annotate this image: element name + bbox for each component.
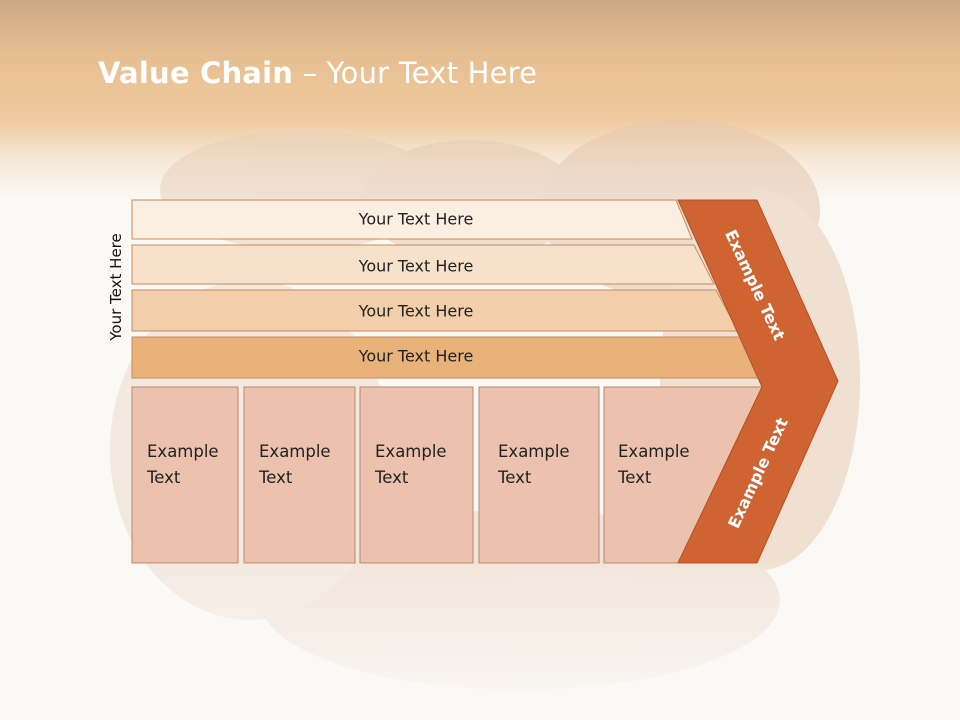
bar-4-label: Your Text Here: [358, 346, 474, 366]
slide-title: Value Chain – Your Text Here: [98, 56, 537, 90]
bar-2: [131, 244, 715, 285]
box-2-line1: Example: [259, 442, 331, 461]
title-rest: – Your Text Here: [293, 56, 538, 90]
box-5-line1: Example: [618, 442, 690, 461]
box-3: [359, 386, 474, 564]
bar-2-label: Your Text Here: [358, 256, 474, 276]
box-4: [478, 386, 600, 564]
box-3-line1: Example: [375, 442, 447, 461]
box-3-line2: Text: [375, 468, 409, 487]
box-1-line2: Text: [147, 468, 181, 487]
box-4-line1: Example: [498, 442, 570, 461]
box-2: [243, 386, 356, 564]
box-4-line2: Text: [498, 468, 532, 487]
bar-3-label: Your Text Here: [358, 301, 474, 321]
bar-1: [131, 199, 693, 240]
title-bold: Value Chain: [98, 56, 294, 90]
box-1: [131, 386, 239, 564]
reflection-fade: [0, 563, 960, 720]
box-1-line1: Example: [147, 442, 219, 461]
box-5-line2: Text: [618, 468, 652, 487]
box-2-line2: Text: [259, 468, 293, 487]
bar-1-label: Your Text Here: [358, 209, 474, 229]
